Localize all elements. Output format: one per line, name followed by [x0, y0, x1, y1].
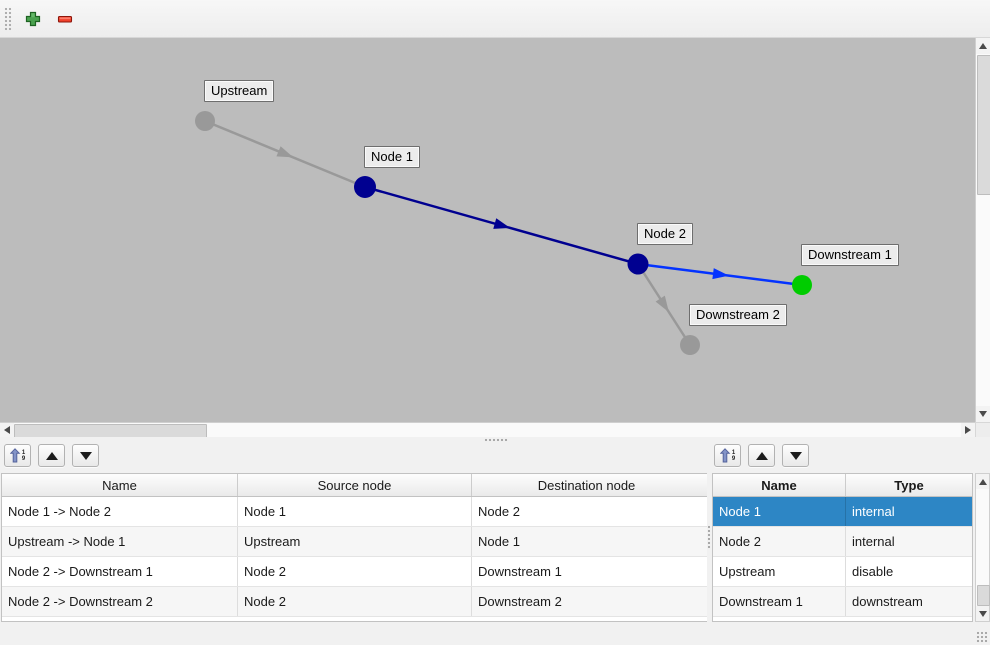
- scroll-up-button[interactable]: [976, 474, 989, 489]
- down-arrow-icon: [789, 451, 802, 460]
- table-cell: Node 2: [478, 504, 520, 519]
- table-cell: Downstream 1: [713, 587, 846, 616]
- table-cell: Upstream: [238, 527, 472, 556]
- scroll-down-button[interactable]: [976, 606, 989, 621]
- table-row[interactable]: Upstream disable: [713, 557, 972, 587]
- right-arrow-icon: [965, 426, 971, 434]
- canvas-hscrollbar[interactable]: [0, 422, 975, 438]
- down-arrow-icon: [979, 411, 987, 417]
- table-cell: Node 1: [238, 497, 472, 526]
- table-cell: internal: [852, 534, 895, 549]
- column-header[interactable]: Destination node: [537, 477, 636, 493]
- status-bar: [0, 625, 990, 645]
- graph-node[interactable]: [792, 275, 812, 295]
- splitter-grip: [484, 438, 508, 442]
- table-cell: Node 2: [238, 587, 472, 616]
- table-cell: Node 1 -> Node 2: [2, 497, 238, 526]
- sort-button[interactable]: 1 9: [714, 444, 741, 467]
- table-header-row: Name Type: [713, 474, 972, 497]
- scroll-down-button[interactable]: [976, 406, 990, 422]
- table-row[interactable]: Node 2 internal: [713, 527, 972, 557]
- table-cell: Node 2 -> Downstream 2: [2, 587, 238, 616]
- tables-splitter[interactable]: [707, 473, 712, 622]
- scrollbar-corner: [975, 422, 990, 437]
- scroll-right-button[interactable]: [961, 423, 975, 437]
- column-header[interactable]: Name: [2, 474, 238, 496]
- table-cell: internal: [852, 504, 895, 519]
- edge-arrow-icon: [655, 295, 669, 313]
- node-label[interactable]: Node 2: [637, 223, 693, 245]
- table-cell: Node 2 -> Downstream 1: [2, 557, 238, 586]
- edge-arrow-icon: [493, 218, 511, 229]
- graph-node[interactable]: [627, 253, 649, 275]
- left-arrow-icon: [4, 426, 10, 434]
- table-row[interactable]: Downstream 1 downstream: [713, 587, 972, 617]
- graph-node[interactable]: [354, 176, 376, 198]
- up-arrow-icon: [979, 43, 987, 49]
- remove-button[interactable]: [50, 5, 80, 33]
- table-cell: Node 1: [713, 497, 846, 526]
- node-label[interactable]: Upstream: [204, 80, 275, 102]
- table-cell: Node 2: [713, 527, 846, 556]
- move-up-button[interactable]: [748, 444, 775, 467]
- toolbar-grip[interactable]: [4, 6, 12, 31]
- graph-node[interactable]: [195, 111, 215, 131]
- canvas-vscrollbar-thumb[interactable]: [977, 55, 990, 195]
- edge-arrow-icon: [712, 268, 729, 280]
- canvas-vscrollbar[interactable]: [975, 38, 990, 422]
- table-cell: Downstream 1: [478, 564, 562, 579]
- table-cell: Upstream: [713, 557, 846, 586]
- graph-node[interactable]: [680, 335, 700, 355]
- column-header[interactable]: Name: [713, 474, 846, 496]
- plus-icon: [25, 11, 41, 26]
- minus-icon: [57, 15, 73, 23]
- splitter-grip: [707, 525, 711, 549]
- scroll-up-button[interactable]: [976, 38, 990, 54]
- up-arrow-icon: [978, 478, 987, 485]
- sort-ascending-icon: 1 9: [9, 448, 25, 463]
- table-cell: Downstream 2: [478, 594, 562, 609]
- up-arrow-icon: [755, 451, 768, 460]
- node-label[interactable]: Downstream 2: [689, 304, 787, 326]
- table-cell: Node 1: [478, 534, 520, 549]
- table-row[interactable]: Node 1 internal: [713, 497, 972, 527]
- node-label[interactable]: Downstream 1: [801, 244, 899, 266]
- move-up-button[interactable]: [38, 444, 65, 467]
- edges-toolbar: 1 9: [4, 444, 99, 468]
- move-down-button[interactable]: [72, 444, 99, 467]
- down-arrow-icon: [79, 451, 92, 460]
- main-toolbar: [0, 0, 990, 38]
- nodes-table-vscrollbar[interactable]: [975, 473, 990, 622]
- edge-arrow-icon: [276, 146, 294, 158]
- sort-button[interactable]: 1 9: [4, 444, 31, 467]
- node-label[interactable]: Node 1: [364, 146, 420, 168]
- table-cell: Upstream -> Node 1: [2, 527, 238, 556]
- move-down-button[interactable]: [782, 444, 809, 467]
- column-header[interactable]: Source node: [238, 474, 472, 496]
- canvas-hscrollbar-thumb[interactable]: [14, 424, 207, 438]
- nodes-table-vscrollbar-thumb[interactable]: [977, 585, 990, 606]
- table-cell: downstream: [852, 594, 923, 609]
- scroll-left-button[interactable]: [0, 423, 14, 437]
- down-arrow-icon: [978, 610, 987, 617]
- graph-svg: [195, 111, 812, 355]
- column-header[interactable]: Type: [894, 477, 924, 493]
- horizontal-splitter[interactable]: [0, 437, 990, 443]
- nodes-toolbar: 1 9: [714, 444, 809, 468]
- sort-ascending-icon: 1 9: [719, 448, 735, 463]
- window-resize-grip[interactable]: [976, 631, 988, 643]
- up-arrow-icon: [45, 451, 58, 460]
- table-cell: disable: [852, 564, 894, 579]
- table-cell: Node 2: [238, 557, 472, 586]
- add-button[interactable]: [18, 5, 48, 33]
